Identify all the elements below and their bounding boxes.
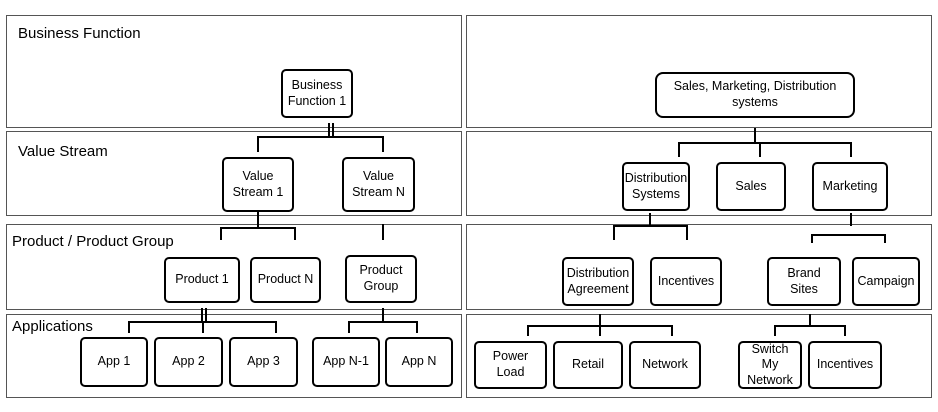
node-power-load: Power Load — [474, 341, 547, 389]
node-app-2: App 2 — [154, 337, 223, 387]
layer-label-applications: Applications — [12, 318, 93, 335]
layer-label-business-function: Business Function — [18, 25, 141, 42]
node-business-function-1: Business Function 1 — [281, 69, 353, 118]
node-network: Network — [629, 341, 701, 389]
node-product-n: Product N — [250, 257, 321, 303]
node-product-group: Product Group — [345, 255, 417, 303]
node-sales-marketing-distribution: Sales, Marketing, Distribution systems — [655, 72, 855, 118]
node-switch-my-network: Switch My Network — [738, 341, 802, 389]
node-value-stream-n: Value Stream N — [342, 157, 415, 212]
node-campaign: Campaign — [852, 257, 920, 306]
node-distribution-agreement: Distribution Agreement — [562, 257, 634, 306]
layer-label-product-group: Product / Product Group — [12, 233, 174, 250]
node-product-1: Product 1 — [164, 257, 240, 303]
node-incentives: Incentives — [650, 257, 722, 306]
layer-label-value-stream: Value Stream — [18, 143, 108, 160]
node-sales: Sales — [716, 162, 786, 211]
node-app-n: App N — [385, 337, 453, 387]
node-app-incentives: Incentives — [808, 341, 882, 389]
node-value-stream-1: Value Stream 1 — [222, 157, 294, 212]
node-app-3: App 3 — [229, 337, 298, 387]
node-brand-sites: Brand Sites — [767, 257, 841, 306]
left-band-business-function — [6, 15, 462, 128]
node-app-n-1: App N-1 — [312, 337, 380, 387]
node-retail: Retail — [553, 341, 623, 389]
node-marketing: Marketing — [812, 162, 888, 211]
node-app-1: App 1 — [80, 337, 148, 387]
node-distribution-systems: Distribution Systems — [622, 162, 690, 211]
